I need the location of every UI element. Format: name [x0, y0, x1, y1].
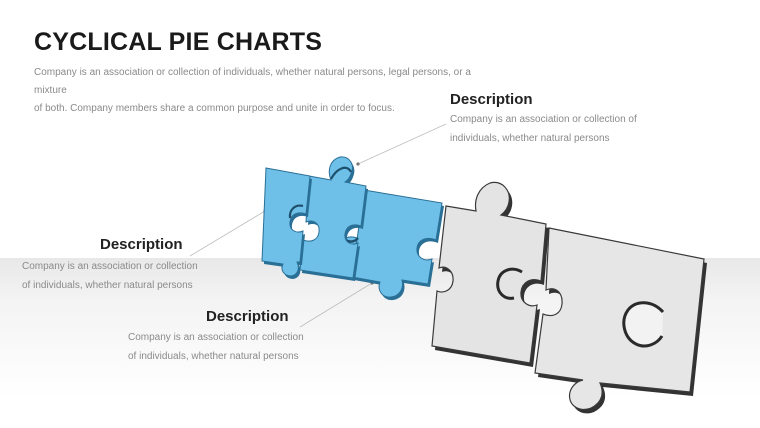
callout-bottom-line-2: of individuals, whether natural persons	[128, 351, 299, 362]
callout-left-text: Company is an association or collection …	[22, 257, 198, 295]
connector-line-left	[189, 210, 266, 257]
page-subtitle-line-1: Company is an association or collection …	[34, 67, 471, 96]
callout-top-text: Company is an association or collection …	[450, 110, 637, 148]
puzzle-piece-1	[261, 167, 312, 279]
puzzle-piece-4	[431, 181, 549, 367]
callout-bottom-line-1: Company is an association or collection	[128, 332, 304, 343]
connector-line-bottom	[299, 282, 373, 328]
callout-top-line-2: individuals, whether natural persons	[450, 133, 610, 144]
callout-left-title: Description	[100, 236, 183, 253]
puzzle-piece-5	[534, 227, 707, 414]
connector-line-top	[357, 123, 447, 165]
puzzle-piece-3	[340, 189, 444, 301]
connector-dot-top	[356, 162, 360, 166]
callout-top-line-1: Company is an association or collection …	[450, 114, 637, 125]
callout-top-title: Description	[450, 91, 533, 108]
callout-bottom-title: Description	[206, 308, 289, 325]
callout-left-line-2: of individuals, whether natural persons	[22, 280, 193, 291]
callout-bottom-text: Company is an association or collection …	[128, 328, 304, 366]
puzzle-piece-2	[299, 156, 368, 281]
page-title: CYCLICAL PIE CHARTS	[34, 28, 323, 56]
page-subtitle: Company is an association or collection …	[34, 64, 486, 118]
callout-left-line-1: Company is an association or collection	[22, 261, 198, 272]
page-subtitle-line-2: of both. Company members share a common …	[34, 103, 395, 114]
